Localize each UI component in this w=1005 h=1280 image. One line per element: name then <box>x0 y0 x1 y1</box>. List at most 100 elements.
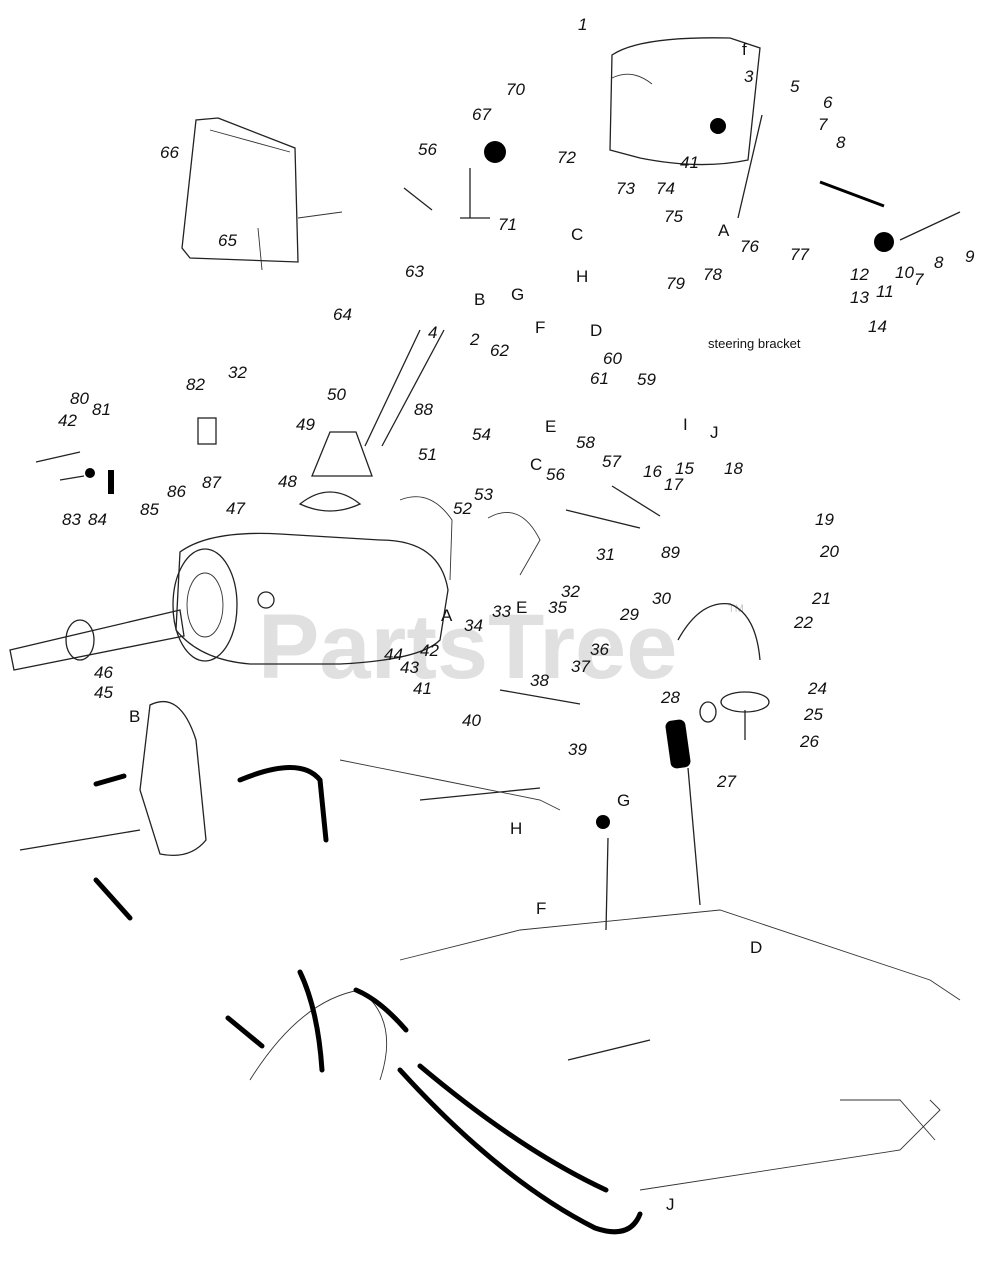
callout-c7: 8 <box>836 133 846 152</box>
callout-c41: 2 <box>469 330 480 349</box>
callout-c24: 63 <box>405 262 424 281</box>
callout-c99: 28 <box>660 688 680 707</box>
callout-c68: 53 <box>474 485 493 504</box>
callout-c89: 34 <box>464 616 483 635</box>
callout-c28: 12 <box>850 265 869 284</box>
callout-c30: 8 <box>934 253 944 272</box>
callout-c35: B <box>474 290 485 309</box>
callout-c4: 5 <box>790 77 800 96</box>
watermark-trademark: TM <box>728 603 744 615</box>
callout-c17: 71 <box>498 215 517 234</box>
callout-c98: 24 <box>807 679 827 698</box>
callout-c90: 36 <box>590 640 609 659</box>
callout-c91: 42 <box>420 641 439 660</box>
callout-c31: 7 <box>914 270 924 289</box>
callout-c42: 62 <box>490 341 509 360</box>
callout-c66: 48 <box>278 472 297 491</box>
callout-c47: 82 <box>186 375 205 394</box>
mower-frame <box>249 759 961 1191</box>
callout-c27: 79 <box>666 274 685 293</box>
callout-c38: F <box>535 318 545 337</box>
steering-pedestal <box>298 431 373 512</box>
callout-c33: 13 <box>850 288 869 307</box>
callout-c75: 84 <box>88 510 107 529</box>
callout-c94: 37 <box>571 657 590 676</box>
shift-knob <box>874 232 894 252</box>
callout-c72: 52 <box>453 499 472 518</box>
callout-c74: 83 <box>62 510 81 529</box>
callout-c73: 85 <box>140 500 159 519</box>
callout-c70: 86 <box>167 482 186 501</box>
callout-c11: 56 <box>418 140 437 159</box>
callout-c53: 49 <box>296 415 315 434</box>
callout-c81: 30 <box>652 589 671 608</box>
callout-c3: 3 <box>744 67 754 86</box>
handle-knob <box>596 815 610 829</box>
callout-c39: D <box>590 321 602 340</box>
callout-c51: 88 <box>414 400 433 419</box>
callout-c86: 35 <box>548 598 567 617</box>
callout-c108: H <box>510 819 522 838</box>
transmission <box>9 496 541 671</box>
callout-c104: 26 <box>799 732 819 751</box>
callout-c106: 27 <box>716 772 736 791</box>
callout-c10: 66 <box>160 143 179 162</box>
callout-c34: G <box>511 285 524 304</box>
callout-c26: 78 <box>703 265 722 284</box>
callout-c14: 73 <box>616 179 635 198</box>
drive-belts <box>225 969 643 1235</box>
callout-c87: 29 <box>619 605 639 624</box>
callout-c37: 14 <box>868 317 887 336</box>
callout-c8: 70 <box>506 80 525 99</box>
callout-c95: 46 <box>94 663 113 682</box>
callout-c105: 39 <box>568 740 587 759</box>
callout-c103: 25 <box>803 705 823 724</box>
callout-c83: A <box>441 606 453 625</box>
steering-bracket-label: steering bracket <box>708 336 801 351</box>
callout-c96: 41 <box>413 679 432 698</box>
callout-c82: 21 <box>811 589 831 608</box>
callout-c45: 61 <box>590 369 609 388</box>
callout-c52: 42 <box>58 411 77 430</box>
callout-c12: 72 <box>557 148 576 167</box>
callout-c109: F <box>536 899 546 918</box>
seat-back <box>609 37 761 166</box>
callout-c44: 32 <box>228 363 247 382</box>
callout-c46: 59 <box>637 370 656 389</box>
callout-c55: I <box>683 415 688 434</box>
callout-c67: 17 <box>664 475 683 494</box>
callout-c62: 56 <box>546 465 565 484</box>
callout-c79: 20 <box>819 542 839 561</box>
callout-c23: 65 <box>218 231 237 250</box>
callout-c13: 41 <box>680 153 699 172</box>
spindle-assembly <box>677 603 770 740</box>
callout-c88: 22 <box>793 613 813 632</box>
callout-c61: C <box>530 455 542 474</box>
callout-c36: 64 <box>333 305 352 324</box>
callout-c97: 38 <box>530 671 549 690</box>
callout-c64: 15 <box>675 459 694 478</box>
callout-c111: J <box>666 1195 675 1214</box>
callout-c78: 31 <box>596 545 615 564</box>
callout-c84: 33 <box>492 602 511 621</box>
linkage-rods <box>364 114 961 931</box>
watermark-text: PartsTree <box>258 596 677 698</box>
callout-c43: 60 <box>603 349 622 368</box>
callout-c110: D <box>750 938 762 957</box>
brake-parts-cluster <box>35 417 217 494</box>
throttle-knob <box>484 141 506 163</box>
dash-panel <box>181 117 343 271</box>
callout-c29: 10 <box>895 263 914 282</box>
callout-c5: 6 <box>823 93 833 112</box>
callout-c54: E <box>545 417 556 436</box>
callout-c19: A <box>718 221 730 240</box>
callout-c63: 16 <box>643 462 662 481</box>
callout-c93: 43 <box>400 658 419 677</box>
callout-c25: H <box>576 267 588 286</box>
callout-c102: 40 <box>462 711 481 730</box>
callout-c80: 32 <box>561 582 580 601</box>
callout-c22: 9 <box>965 247 975 266</box>
callout-c1: 1 <box>578 15 587 34</box>
